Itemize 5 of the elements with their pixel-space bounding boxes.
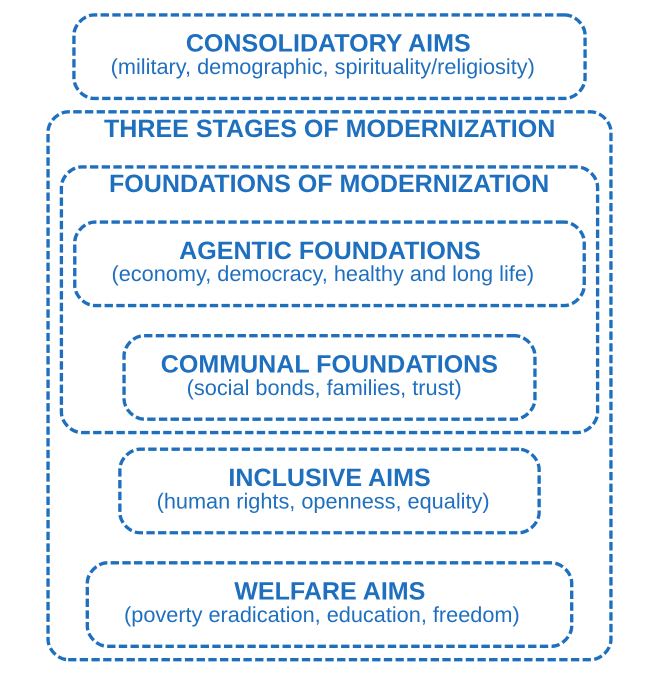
- node-box: INCLUSIVE AIMS (human rights, openness, equality): [118, 448, 540, 534]
- node-box: AGENTIC FOUNDATIONS (economy, democracy, healthy and long life): [72, 220, 586, 308]
- node-box: COMMUNAL FOUNDATIONS (social bonds, families, trust): [122, 334, 536, 421]
- node-box: WELFARE AIMS (poverty eradication, education, freedom): [85, 561, 573, 648]
- node-box: CONSOLIDATORY AIMS (military, demographic, spirituality/religiosity): [72, 13, 586, 100]
